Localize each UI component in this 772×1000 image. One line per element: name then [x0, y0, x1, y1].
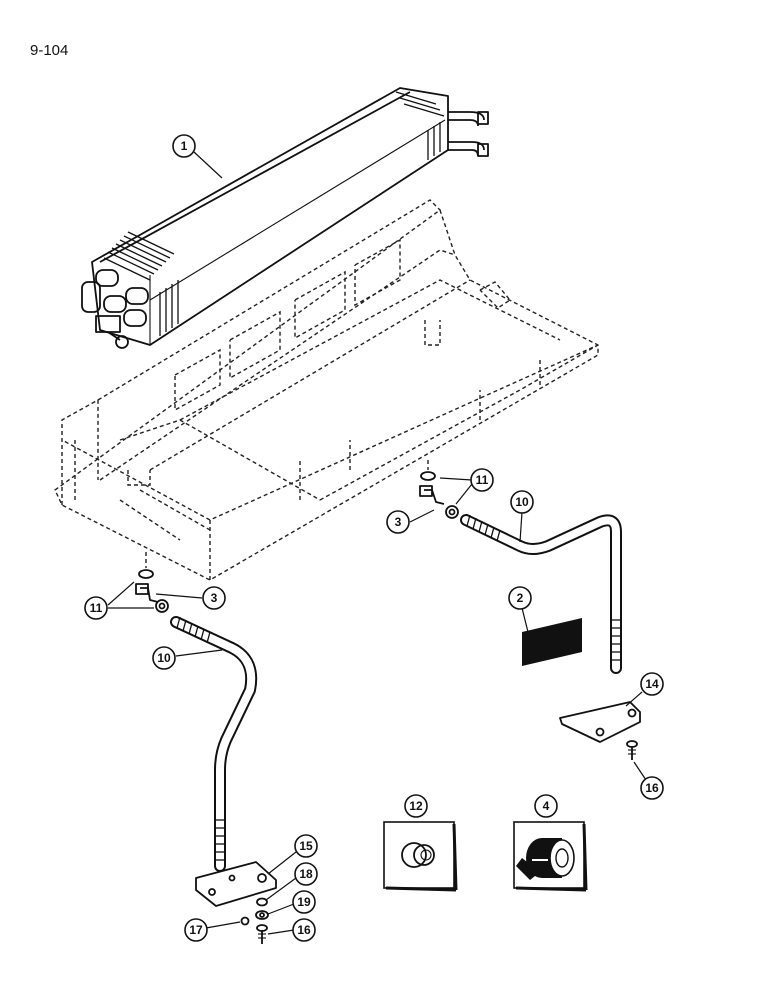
callout-2-label: 2 — [517, 591, 524, 605]
bracket-left — [195, 861, 277, 907]
callout-17-label: 17 — [189, 923, 203, 937]
callout-18-label: 18 — [299, 867, 313, 881]
evaporator-core — [81, 87, 489, 349]
callout-3-right: 3 — [386, 510, 410, 534]
nut-18 — [256, 897, 268, 907]
callout-15: 15 — [294, 834, 318, 858]
callout-15-label: 15 — [299, 839, 313, 853]
bolt-right — [626, 740, 638, 760]
callout-19-label: 19 — [297, 895, 311, 909]
bolt-16-left — [256, 924, 268, 944]
tape-inset — [513, 821, 588, 892]
washer-19 — [255, 910, 269, 920]
callout-10-left: 10 — [152, 646, 176, 670]
callout-14-label: 14 — [645, 677, 659, 691]
callout-19: 19 — [292, 890, 316, 914]
callout-14: 14 — [640, 672, 664, 696]
callout-1: 1 — [172, 134, 196, 158]
callout-16-left-label: 16 — [297, 923, 311, 937]
callout-10-right-label: 10 — [515, 495, 529, 509]
callout-3-left: 3 — [202, 586, 226, 610]
evaporator-housing-outline — [54, 199, 599, 581]
callout-3-left-label: 3 — [211, 591, 218, 605]
drain-fitting-left — [135, 552, 169, 613]
callout-11-right-label: 11 — [476, 473, 489, 487]
callout-3-right-label: 3 — [395, 515, 402, 529]
callout-11-right: 11 — [470, 468, 494, 492]
callout-2: 2 — [508, 586, 532, 610]
page-number-label: 9-104 — [30, 42, 69, 59]
callout-18: 18 — [294, 862, 318, 886]
insulation-pad — [522, 618, 582, 666]
bracket-right — [559, 701, 641, 743]
screw-17 — [240, 916, 250, 926]
drain-hose-left — [170, 616, 258, 872]
callout-10-right: 10 — [510, 490, 534, 514]
drain-fitting-right — [419, 460, 459, 519]
callout-4: 4 — [534, 794, 558, 818]
callout-11-left-label: 11 — [90, 601, 103, 615]
callout-16-right-label: 16 — [645, 781, 659, 795]
callout-12-label: 12 — [409, 799, 423, 813]
callout-1-label: 1 — [181, 139, 188, 153]
leader-lines — [107, 151, 647, 935]
plug-inset — [383, 821, 458, 892]
callout-16-left: 16 — [292, 918, 316, 942]
drain-hose-right — [460, 514, 622, 674]
callout-17: 17 — [184, 918, 208, 942]
callout-10-left-label: 10 — [157, 651, 171, 665]
callout-11-left: 11 — [84, 596, 108, 620]
callout-12: 12 — [404, 794, 428, 818]
callout-4-label: 4 — [543, 799, 550, 813]
callout-16-right: 16 — [640, 776, 664, 800]
